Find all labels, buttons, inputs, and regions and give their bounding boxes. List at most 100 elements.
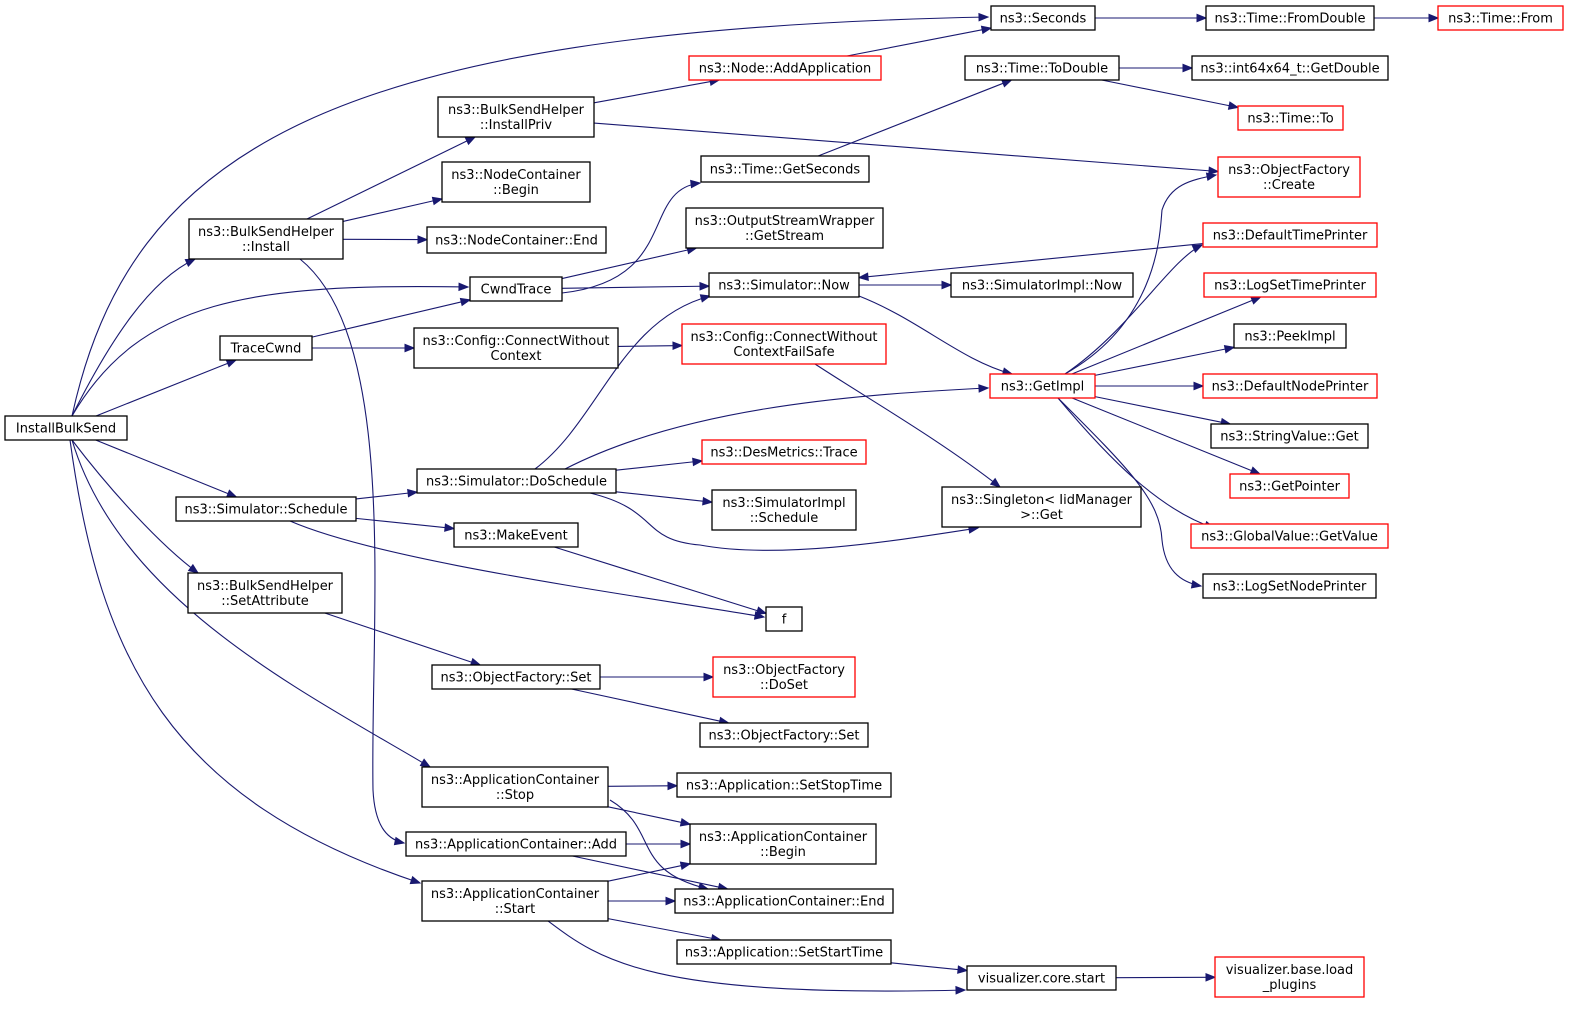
node-dnp[interactable]: ns3::DefaultNodePrinter — [1202, 373, 1378, 399]
node-root[interactable]: InstallBulkSend — [4, 415, 128, 441]
edge-line — [342, 200, 435, 222]
node-simimplnow[interactable]: ns3::SimulatorImpl::Now — [950, 272, 1134, 298]
node-label: _plugins — [1262, 978, 1317, 993]
node-acstop[interactable]: ns3::ApplicationContainer::Stop — [421, 766, 609, 808]
node-peekimpl[interactable]: ns3::PeekImpl — [1233, 323, 1347, 349]
node-dtp[interactable]: ns3::DefaultTimePrinter — [1202, 222, 1378, 248]
node-label: ns3::SimulatorImpl::Now — [962, 279, 1123, 294]
node-timefrom[interactable]: ns3::Time::From — [1437, 5, 1564, 31]
node-appsetstop[interactable]: ns3::Application::SetStopTime — [676, 772, 892, 798]
edge-tracecwnd-to-cwndtrace — [311, 297, 472, 338]
node-timeto[interactable]: ns3::Time::To — [1237, 105, 1344, 131]
edge-line — [615, 461, 695, 471]
node-logsettp[interactable]: ns3::LogSetTimePrinter — [1203, 272, 1377, 298]
edge-arrowhead — [407, 488, 419, 498]
edge-arrowhead — [1250, 296, 1262, 305]
node-acend[interactable]: ns3::ApplicationContainer::End — [674, 888, 894, 914]
node-label: ns3::ApplicationContainer — [431, 773, 600, 788]
node-label: ns3::ApplicationContainer — [431, 887, 600, 902]
node-label: ns3::ObjectFactory::Set — [708, 729, 859, 744]
node-label: ns3::Time::To — [1247, 112, 1333, 127]
node-label: ns3::GlobalValue::GetValue — [1201, 530, 1378, 545]
node-label: ns3::BulkSendHelper — [198, 225, 335, 240]
node-box — [1229, 473, 1350, 499]
edge-line — [534, 295, 711, 470]
node-label: ns3::NodeContainer::End — [435, 234, 598, 249]
node-box — [416, 468, 617, 494]
node-f[interactable]: f — [765, 606, 803, 632]
node-ofset[interactable]: ns3::ObjectFactory::Set — [431, 664, 601, 690]
node-logsetnp[interactable]: ns3::LogSetNodePrinter — [1202, 573, 1377, 599]
edge-arrowhead — [692, 457, 704, 467]
node-install[interactable]: ns3::BulkSendHelper::Install — [188, 218, 344, 260]
node-singleton[interactable]: ns3::Singleton< IidManager >::Get — [941, 486, 1142, 528]
node-getstream[interactable]: ns3::OutputStreamWrapper::GetStream — [685, 207, 884, 249]
node-box — [685, 207, 884, 249]
node-seconds[interactable]: ns3::Seconds — [990, 5, 1096, 31]
edge-arrowhead — [1193, 381, 1205, 391]
node-acstart[interactable]: ns3::ApplicationContainer::Start — [421, 880, 609, 922]
node-getimpl[interactable]: ns3::GetImpl — [989, 373, 1096, 399]
edge-line — [306, 140, 469, 220]
node-getpointer[interactable]: ns3::GetPointer — [1229, 473, 1350, 499]
node-gvgetvalue[interactable]: ns3::GlobalValue::GetValue — [1190, 523, 1389, 549]
edge-acstart-to-appsetstart — [607, 918, 723, 943]
edge-arrowhead — [1001, 79, 1013, 88]
node-box — [950, 272, 1134, 298]
node-todouble[interactable]: ns3::Time::ToDouble — [964, 55, 1120, 81]
edge-installpriv-to-ofcreate — [593, 122, 1220, 176]
edge-arrowhead — [672, 341, 684, 351]
node-simnow[interactable]: ns3::Simulator::Now — [708, 272, 860, 298]
node-svget[interactable]: ns3::StringValue::Get — [1210, 423, 1369, 449]
node-tracecwnd[interactable]: TraceCwnd — [219, 335, 313, 361]
edge-line — [299, 258, 405, 844]
node-simsched[interactable]: ns3::Simulator::Schedule — [175, 496, 357, 522]
node-makeevent[interactable]: ns3::MakeEvent — [453, 522, 579, 548]
edge-arrowhead — [464, 136, 477, 146]
node-label: ns3::DefaultTimePrinter — [1213, 229, 1368, 244]
node-vcstart[interactable]: visualizer.core.start — [966, 965, 1117, 991]
node-addapp[interactable]: ns3::Node::AddApplication — [688, 55, 882, 81]
node-appsetstart[interactable]: ns3::Application::SetStartTime — [676, 939, 892, 965]
node-label: ns3::BulkSendHelper — [197, 579, 334, 594]
edge-cwndtrace-to-simnow — [561, 281, 711, 291]
node-siimplsched[interactable]: ns3::SimulatorImpl::Schedule — [711, 489, 857, 531]
edge-arrowhead — [458, 282, 470, 292]
edge-addapp-to-seconds — [846, 25, 993, 57]
edge-getimpl-to-dtp — [1064, 244, 1204, 375]
node-box — [676, 939, 892, 965]
edge-ccwcfs-to-singleton — [814, 363, 1002, 488]
node-ccwcfs[interactable]: ns3::Config::ConnectWithoutContextFailSa… — [681, 323, 887, 365]
node-installpriv[interactable]: ns3::BulkSendHelper::InstallPriv — [437, 96, 595, 138]
node-ofcreate[interactable]: ns3::ObjectFactory::Create — [1217, 156, 1361, 198]
node-box — [1233, 323, 1347, 349]
node-label: ns3::MakeEvent — [464, 529, 568, 544]
node-getseconds[interactable]: ns3::Time::GetSeconds — [700, 155, 870, 183]
edge-line — [571, 688, 721, 722]
edge-arrowhead — [225, 359, 238, 368]
node-fromdouble[interactable]: ns3::Time::FromDouble — [1205, 5, 1375, 31]
node-ofdoset[interactable]: ns3::ObjectFactory::DoSet — [712, 656, 856, 698]
node-ofset2[interactable]: ns3::ObjectFactory::Set — [699, 722, 869, 748]
node-setattr[interactable]: ns3::BulkSendHelper::SetAttribute — [187, 572, 343, 614]
node-getdouble[interactable]: ns3::int64x64_t::GetDouble — [1191, 55, 1389, 81]
node-ncbegin[interactable]: ns3::NodeContainer::Begin — [441, 161, 591, 203]
node-box — [708, 272, 860, 298]
node-vbload[interactable]: visualizer.base.load_plugins — [1214, 956, 1365, 998]
edge-dosched-to-dmtrace — [615, 457, 704, 471]
node-box — [431, 664, 601, 690]
node-box — [1203, 272, 1377, 298]
node-acadd[interactable]: ns3::ApplicationContainer::Add — [405, 831, 627, 857]
edge-arrowhead — [1227, 101, 1240, 110]
node-ncend[interactable]: ns3::NodeContainer::End — [426, 226, 607, 254]
node-acbegin[interactable]: ns3::ApplicationContainer::Begin — [689, 823, 877, 865]
node-cwndtrace[interactable]: CwndTrace — [469, 276, 563, 302]
node-dosched[interactable]: ns3::Simulator::DoSchedule — [416, 468, 617, 494]
node-label: ::Install — [242, 240, 290, 255]
node-box — [1210, 423, 1369, 449]
node-box — [413, 327, 619, 369]
edge-line — [572, 855, 720, 888]
node-dmtrace[interactable]: ns3::DesMetrics::Trace — [701, 439, 867, 465]
